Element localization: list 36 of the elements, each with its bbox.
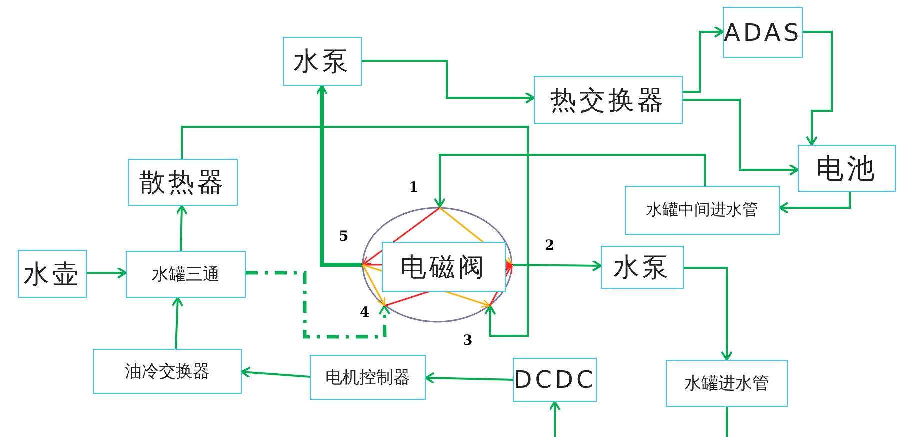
component-box: 水罐三通 xyxy=(126,251,246,298)
arrow xyxy=(172,297,184,350)
component-box: 水泵 xyxy=(283,37,362,86)
arrow xyxy=(683,26,724,93)
component-box: 水泵 xyxy=(601,246,684,289)
arrow xyxy=(87,267,127,279)
component-box: 热交换器 xyxy=(534,76,683,124)
port-number: 5 xyxy=(339,229,349,245)
port-number: 4 xyxy=(360,305,370,321)
component-box: 水罐进水管 xyxy=(666,360,788,407)
arrow xyxy=(512,260,602,272)
arrow xyxy=(246,271,391,339)
arrow xyxy=(779,192,851,214)
arrow xyxy=(803,31,833,146)
arrow xyxy=(549,401,561,437)
arrow xyxy=(683,99,799,176)
arrow xyxy=(241,366,310,379)
port-number: 1 xyxy=(409,180,419,196)
component-box: 散热器 xyxy=(128,159,238,206)
component-box: 油冷交换器 xyxy=(93,349,242,394)
arrow xyxy=(684,267,733,361)
component-box: 电池 xyxy=(798,145,896,192)
arrow xyxy=(434,154,706,208)
arrow xyxy=(362,60,535,104)
component-box: 电机控制器 xyxy=(310,355,426,400)
component-box: ADAS xyxy=(723,7,803,58)
component-box: DCDC xyxy=(513,358,597,402)
arrow xyxy=(176,205,188,252)
valve-label: 电磁阀 xyxy=(382,242,506,292)
arrow xyxy=(181,126,529,337)
arrow xyxy=(425,372,514,384)
component-box: 水壶 xyxy=(18,250,87,298)
port-number: 2 xyxy=(545,238,555,254)
arrow xyxy=(316,85,362,267)
port-number: 3 xyxy=(463,333,473,349)
component-box: 水罐中间进水管 xyxy=(625,186,780,235)
